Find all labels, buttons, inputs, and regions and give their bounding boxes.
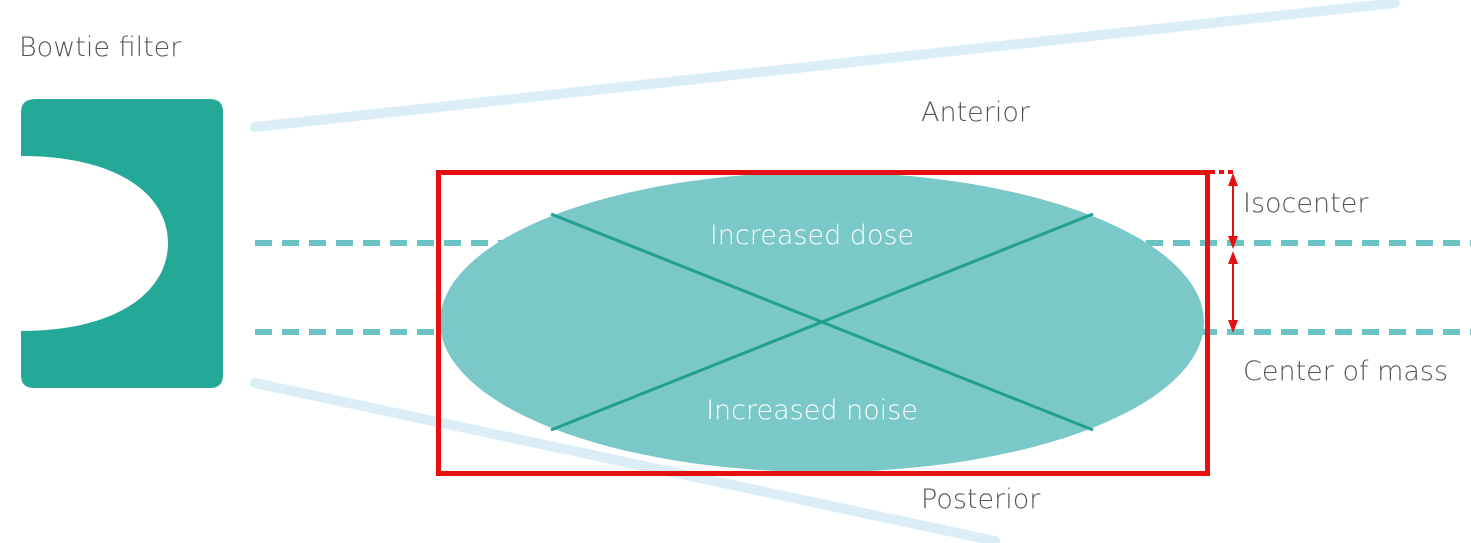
isocenter-label: Isocenter — [1243, 188, 1369, 219]
bowtie-filter-shape — [21, 99, 223, 388]
center-of-mass-label: Center of mass — [1243, 356, 1448, 387]
beam-line-upper — [250, 0, 1400, 132]
beam-line-lower — [250, 378, 1000, 543]
anterior-label: Anterior — [921, 97, 1031, 128]
bowtie-filter-label: Bowtie filter — [19, 32, 182, 63]
posterior-label: Posterior — [921, 484, 1041, 515]
offset-arrows — [1228, 173, 1238, 333]
increased-noise-label: Increased noise — [706, 395, 918, 426]
highlight-rectangle — [436, 170, 1210, 476]
diagonal-line-2 — [550, 212, 1094, 432]
increased-dose-label: Increased dose — [710, 220, 914, 251]
